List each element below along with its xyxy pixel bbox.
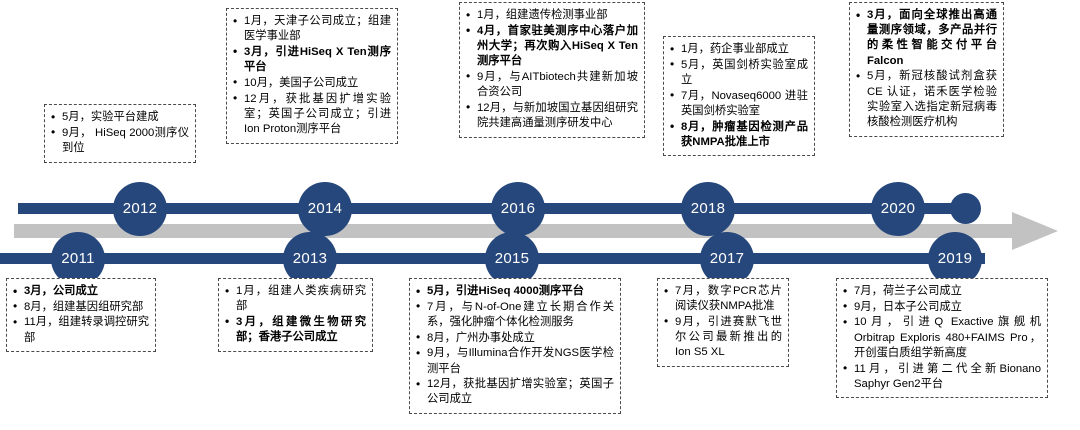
event-box-2012[interactable]: 5月，实验平台建成9月， HiSeq 2000测序仪到位 xyxy=(44,104,196,163)
event-list-2011: 3月，公司成立8月，组建基因组研究部11月，组建转录调控研究部 xyxy=(11,283,149,346)
event-item: 8月，广州办事处成立 xyxy=(416,330,614,346)
event-item: 7月，数字PCR芯片阅读仪获NMPA批准 xyxy=(664,283,782,314)
event-item: 10月，美国子公司成立 xyxy=(233,75,391,91)
event-item: 8月，肿瘤基因检测产品获NMPA批准上市 xyxy=(670,119,808,150)
year-marker-2011[interactable]: 2011 xyxy=(51,232,105,286)
event-item: 3月，面向全球推出高通量测序领域，多产品并行的柔性智能交付平台 Falcon xyxy=(856,8,997,69)
event-item: 3月，组建微生物研究部；香港子公司成立 xyxy=(225,314,366,345)
event-box-2020[interactable]: 3月，面向全球推出高通量测序领域，多产品并行的柔性智能交付平台 Falcon5月… xyxy=(849,2,1004,137)
event-item: 5月，实验平台建成 xyxy=(51,109,189,125)
event-list-2017: 7月，数字PCR芯片阅读仪获NMPA批准9月，引进赛默飞世尔公司最新推出的 Io… xyxy=(662,283,782,361)
event-box-2017[interactable]: 7月，数字PCR芯片阅读仪获NMPA批准9月，引进赛默飞世尔公司最新推出的 Io… xyxy=(657,278,789,368)
year-marker-2018[interactable]: 2018 xyxy=(681,182,735,236)
event-list-2014: 1月，天津子公司成立；组建医学事业部3月，引进HiSeq X Ten测序平台10… xyxy=(231,13,391,138)
event-box-2016[interactable]: 1月，组建遗传检测事业部4月，首家驻美测序中心落户加州大学；再次购入HiSeq … xyxy=(459,2,645,138)
event-item: 9月，日本子公司成立 xyxy=(843,299,1041,315)
event-box-2014[interactable]: 1月，天津子公司成立；组建医学事业部3月，引进HiSeq X Ten测序平台10… xyxy=(226,8,398,144)
year-marker-2019[interactable]: 2019 xyxy=(928,232,982,286)
event-list-2019: 7月，荷兰子公司成立9月，日本子公司成立10月，引进Q Exactive旗舰机O… xyxy=(841,283,1041,392)
year-marker-2013[interactable]: 2013 xyxy=(283,232,337,286)
event-item: 5月，英国剑桥实验室成立 xyxy=(670,57,808,88)
event-item: 5月，引进HiSeq 4000测序平台 xyxy=(416,283,614,299)
year-marker-2014[interactable]: 2014 xyxy=(298,182,352,236)
year-marker-2017[interactable]: 2017 xyxy=(700,232,754,286)
timeline-endcap-dot xyxy=(950,193,981,224)
event-list-2016: 1月，组建遗传检测事业部4月，首家驻美测序中心落户加州大学；再次购入HiSeq … xyxy=(464,7,638,131)
event-item: 9月，引进赛默飞世尔公司最新推出的 Ion S5 XL xyxy=(664,314,782,361)
event-item: 1月，药企事业部成立 xyxy=(670,41,808,57)
event-item: 1月，天津子公司成立；组建医学事业部 xyxy=(233,13,391,44)
event-item: 9月，与Illumina合作开发NGS医学检测平台 xyxy=(416,346,614,376)
event-item: 9月，与AITbiotech共建新加坡合资公司 xyxy=(466,69,638,100)
event-list-2013: 1月，组建人类疾病研究部3月，组建微生物研究部；香港子公司成立 xyxy=(223,283,366,345)
event-item: 7月，与N-of-One建立长期合作关系，强化肿瘤个体化检测服务 xyxy=(416,299,614,330)
event-item: 1月，组建遗传检测事业部 xyxy=(466,7,638,23)
event-item: 1月，组建人类疾病研究部 xyxy=(225,283,366,314)
event-box-2013[interactable]: 1月，组建人类疾病研究部3月，组建微生物研究部；香港子公司成立 xyxy=(218,278,373,352)
event-list-2015: 5月，引进HiSeq 4000测序平台7月，与N-of-One建立长期合作关系，… xyxy=(414,283,614,408)
event-item: 9月， HiSeq 2000测序仪到位 xyxy=(51,125,189,156)
event-item: 7月，Novaseq6000 进驻英国剑桥实验室 xyxy=(670,88,808,119)
event-list-2018: 1月，药企事业部成立5月，英国剑桥实验室成立7月，Novaseq6000 进驻英… xyxy=(668,41,808,150)
event-item: 4月，首家驻美测序中心落户加州大学；再次购入HiSeq X Ten 测序平台 xyxy=(466,23,638,70)
event-item: 12月，获批基因扩增实验室；英国子公司成立；引进Ion Proton测序平台 xyxy=(233,91,391,138)
event-list-2020: 3月，面向全球推出高通量测序领域，多产品并行的柔性智能交付平台 Falcon5月… xyxy=(854,8,997,130)
event-box-2019[interactable]: 7月，荷兰子公司成立9月，日本子公司成立10月，引进Q Exactive旗舰机O… xyxy=(836,278,1048,399)
timeline-arrow-icon xyxy=(1012,212,1058,250)
event-item: 12月，获批基因扩增实验室；英国子公司成立 xyxy=(416,377,614,407)
year-marker-2020[interactable]: 2020 xyxy=(871,182,925,236)
event-item: 7月，荷兰子公司成立 xyxy=(843,283,1041,299)
year-marker-2012[interactable]: 2012 xyxy=(113,182,167,236)
event-item: 11月，引进第二代全新Bionano Saphyr Gen2平台 xyxy=(843,361,1041,392)
event-item: 5月，新冠核酸试剂盒获 CE 认证，诺禾医学检验实验室入选指定新冠病毒核酸检测医… xyxy=(856,69,997,130)
event-box-2011[interactable]: 3月，公司成立8月，组建基因组研究部11月，组建转录调控研究部 xyxy=(6,278,156,353)
event-item: 10月，引进Q Exactive旗舰机Orbitrap Exploris 480… xyxy=(843,315,1041,361)
event-item: 3月，引进HiSeq X Ten测序平台 xyxy=(233,44,391,75)
event-box-2015[interactable]: 5月，引进HiSeq 4000测序平台7月，与N-of-One建立长期合作关系，… xyxy=(409,278,621,415)
event-item: 12月，与新加坡国立基因组研究院共建高通量测序研发中心 xyxy=(466,100,638,131)
event-item: 8月，组建基因组研究部 xyxy=(13,299,149,315)
year-marker-2016[interactable]: 2016 xyxy=(491,182,545,236)
year-marker-2015[interactable]: 2015 xyxy=(485,232,539,286)
event-list-2012: 5月，实验平台建成9月， HiSeq 2000测序仪到位 xyxy=(49,109,189,156)
event-item: 3月，公司成立 xyxy=(13,283,149,299)
event-box-2018[interactable]: 1月，药企事业部成立5月，英国剑桥实验室成立7月，Novaseq6000 进驻英… xyxy=(663,36,815,157)
event-item: 11月，组建转录调控研究部 xyxy=(13,315,149,345)
